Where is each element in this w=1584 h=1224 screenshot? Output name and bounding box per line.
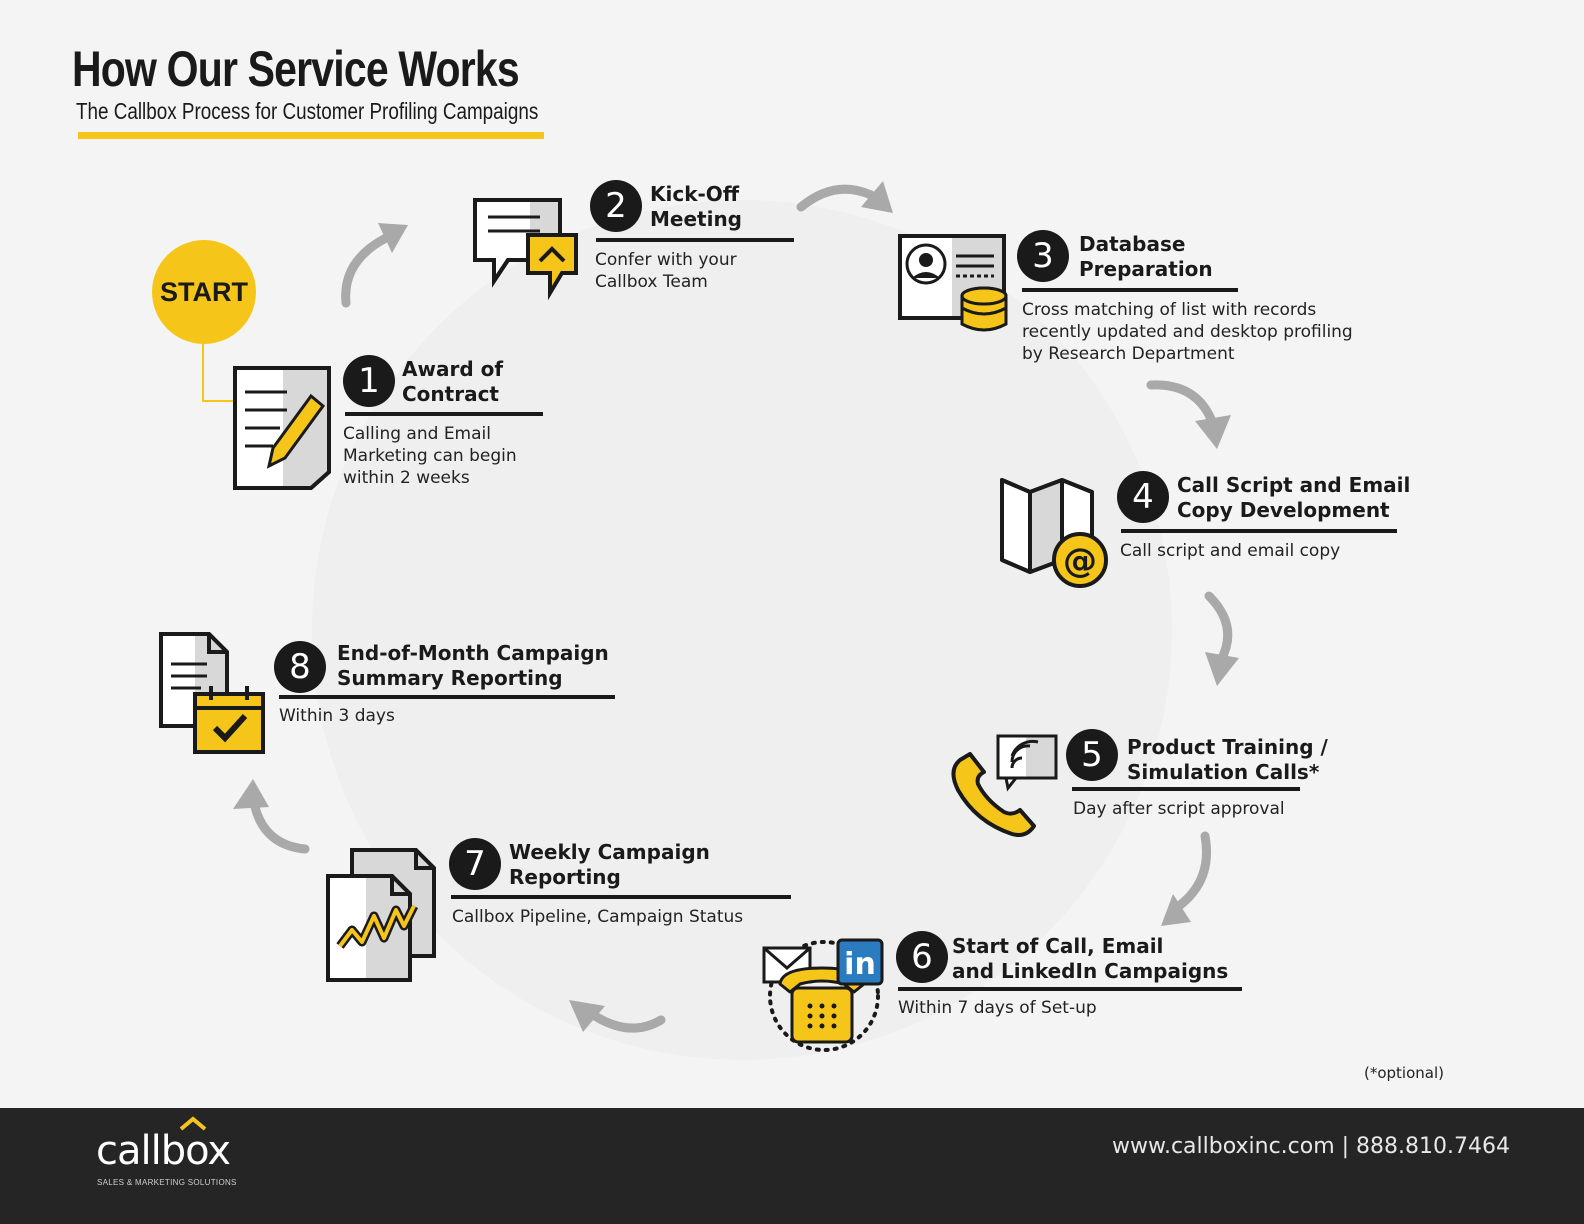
svg-text:@: @: [1063, 541, 1097, 581]
background-circle: [312, 200, 1172, 1060]
flow-arrow-5-6: [1161, 831, 1212, 926]
title-underline: [78, 132, 544, 139]
step-2-description: Confer with your Callbox Team: [595, 250, 737, 292]
step-4-title: Call Script and Email Copy Development: [1177, 473, 1411, 522]
step-7-description: Callbox Pipeline, Campaign Status: [452, 907, 744, 927]
step-7-number: 7: [449, 838, 501, 890]
step-7-title: Weekly Campaign Reporting: [509, 840, 710, 889]
step-5-rule: [1072, 787, 1300, 791]
id-card-database-icon: [898, 234, 1008, 332]
step-1-rule: [345, 412, 543, 416]
callbox-logo: callbox: [96, 1128, 231, 1174]
step-5-title: Product Training / Simulation Calls*: [1127, 735, 1328, 784]
step-6-description: Within 7 days of Set-up: [898, 998, 1097, 1018]
flow-arrow-4-5: [1204, 591, 1239, 686]
logo-chevron-icon: [179, 1116, 207, 1131]
contract-pencil-icon: [233, 366, 331, 490]
logo-tagline: SALES & MARKETING SOLUTIONS: [97, 1178, 237, 1187]
step-5-number: 5: [1066, 729, 1118, 781]
step-6-number: 6: [896, 931, 948, 983]
document-calendar-check-icon: [159, 632, 265, 754]
step-8-title: End-of-Month Campaign Summary Reporting: [337, 641, 609, 690]
optional-footnote: (*optional): [1364, 1064, 1444, 1082]
step-8-number: 8: [274, 641, 326, 693]
step-7-rule: [451, 895, 791, 899]
step-6-rule: [898, 987, 1242, 991]
report-chart-icon: [326, 848, 436, 982]
contact-info: www.callboxinc.com | 888.810.7464: [1112, 1134, 1511, 1159]
step-4-rule: [1121, 529, 1397, 533]
step-4-number: 4: [1117, 471, 1169, 523]
step-3-title: Database Preparation: [1079, 232, 1213, 281]
step-1-description: Calling and Email Marketing can begin wi…: [343, 424, 517, 488]
map-email-icon: @: [1000, 478, 1108, 588]
start-connector-line: [202, 344, 234, 402]
flow-arrow-1-2: [341, 223, 408, 308]
step-2-title: Kick-Off Meeting: [650, 182, 743, 231]
telephone-email-linkedin-icon: in: [762, 938, 884, 1052]
step-6-title: Start of Call, Email and LinkedIn Campai…: [952, 934, 1229, 983]
step-1-number: 1: [343, 355, 395, 407]
page-title: How Our Service Works: [72, 41, 520, 97]
step-3-rule: [1022, 288, 1238, 292]
step-4-description: Call script and email copy: [1120, 541, 1341, 561]
step-8-description: Within 3 days: [279, 706, 395, 726]
chat-bubbles-icon: [473, 198, 578, 301]
step-3-description: Cross matching of list with records rece…: [1022, 300, 1353, 364]
footer-bar: [0, 1108, 1584, 1224]
phone-chat-icon: [951, 734, 1058, 837]
step-2-number: 2: [590, 180, 642, 232]
flow-arrow-2-3: [796, 181, 893, 213]
flow-arrow-6-7: [569, 1000, 666, 1033]
page-subtitle: The Callbox Process for Customer Profili…: [76, 98, 539, 124]
step-8-rule: [279, 695, 615, 699]
step-3-number: 3: [1017, 230, 1069, 282]
flow-arrow-3-4: [1146, 380, 1231, 449]
step-5-description: Day after script approval: [1073, 799, 1285, 819]
svg-text:in: in: [844, 947, 876, 982]
step-1-title: Award of Contract: [402, 357, 504, 406]
flow-arrow-7-8: [233, 779, 310, 854]
start-badge: START: [152, 240, 256, 344]
step-2-rule: [596, 238, 794, 242]
